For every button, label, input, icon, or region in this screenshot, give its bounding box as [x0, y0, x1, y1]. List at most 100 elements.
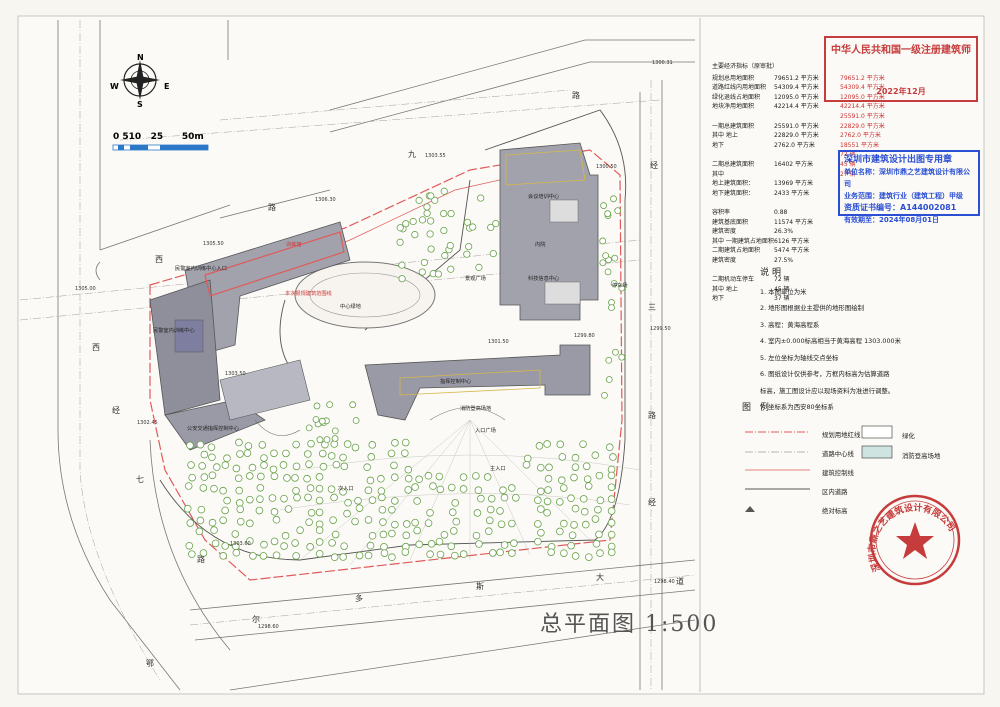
tree-icon — [463, 250, 471, 258]
tree-icon — [340, 542, 348, 550]
tree-icon — [418, 216, 427, 224]
tree-icon — [366, 541, 375, 550]
tree-icon — [236, 505, 245, 514]
tree-icon — [367, 453, 376, 461]
tree-icon — [378, 493, 386, 502]
tree-icon — [246, 495, 254, 504]
road-name: 经 — [112, 405, 120, 415]
tree-icon — [248, 463, 257, 472]
tree-icon — [472, 531, 481, 540]
tree-icon — [404, 465, 413, 474]
legend-item: 消防登高场地 — [902, 452, 941, 460]
tree-icon — [305, 518, 313, 526]
tree-icon — [582, 462, 591, 471]
tree-icon — [599, 237, 607, 245]
tree-icon — [196, 440, 205, 449]
tree-icon — [596, 496, 605, 505]
indicator-key: 地下建筑面积： — [712, 189, 755, 197]
tree-icon — [255, 506, 264, 515]
indicator-value: 11574 平方米 — [774, 218, 813, 226]
tree-icon — [420, 258, 428, 267]
tree-icon — [607, 483, 616, 492]
tree-icon — [354, 496, 362, 505]
tree-cluster — [183, 187, 626, 562]
road-name: 路 — [268, 202, 276, 212]
tree-icon — [232, 464, 241, 473]
tree-icon — [473, 509, 482, 517]
tree-icon — [537, 487, 545, 496]
seal-line: 单位名称：深圳市鼎之艺建筑设计有限公司 — [844, 168, 970, 188]
note-item: 标高，施工图设计应以现场资料为准进行调整。 — [760, 386, 895, 395]
indicator-revised-value: 22829.0 平方米 — [840, 122, 885, 130]
indicator-revised-value: 45 辆 — [840, 160, 856, 168]
tree-icon — [256, 495, 264, 503]
tree-icon — [284, 505, 293, 513]
tree-icon — [364, 516, 373, 524]
tree-icon — [315, 526, 324, 534]
tree-icon — [323, 436, 331, 443]
building-label: 中心绿地 — [340, 302, 361, 310]
tree-icon — [434, 270, 443, 278]
tree-icon — [429, 482, 437, 490]
tree-icon — [465, 242, 473, 251]
compass-icon — [120, 60, 160, 100]
tree-icon — [560, 549, 568, 557]
tree-icon — [427, 540, 436, 548]
tree-icon — [534, 496, 542, 505]
tree-icon — [485, 516, 494, 525]
elevation-label: 1299.50 — [650, 326, 671, 332]
tree-icon — [435, 537, 444, 546]
tree-icon — [355, 504, 364, 512]
tree-icon — [451, 499, 460, 507]
tree-icon — [602, 252, 610, 260]
tree-icon — [474, 486, 483, 495]
tree-icon — [424, 471, 433, 480]
road-name: 西 — [155, 255, 163, 264]
elevation-label: 1303.60 — [230, 541, 251, 547]
elevation-label: 1301.50 — [488, 339, 509, 345]
notes-heading: 说明 — [760, 268, 785, 278]
tree-icon — [492, 220, 500, 228]
tree-icon — [507, 484, 516, 492]
tree-icon — [496, 507, 504, 515]
tree-icon — [315, 473, 324, 481]
tree-icon — [378, 505, 387, 514]
road-name: 道 — [676, 576, 684, 586]
architect-registration-stamp: 中华人民共和国一级注册建筑师 2022年12月 — [824, 36, 978, 102]
tree-icon — [296, 526, 304, 534]
building-label: 指挥控制中心 — [440, 377, 471, 385]
tree-icon — [208, 518, 217, 527]
tree-icon — [307, 508, 316, 517]
tree-icon — [326, 401, 334, 409]
tree-icon — [259, 552, 268, 560]
tree-icon — [567, 541, 575, 550]
tree-icon — [208, 453, 216, 462]
tree-icon — [423, 209, 431, 217]
indicator-row: 地下建筑面积：2433 平方米 — [712, 189, 872, 199]
site-redline — [149, 149, 623, 581]
tree-icon — [211, 539, 220, 548]
road-name: 路 — [648, 410, 656, 420]
indicator-value: 2762.0 平方米 — [774, 141, 815, 149]
tree-icon — [364, 551, 373, 560]
compass-e: E — [164, 82, 169, 91]
tree-icon — [534, 520, 542, 528]
tree-icon — [331, 427, 339, 435]
indicator-value: 72 辆 — [774, 276, 790, 284]
tree-icon — [579, 440, 587, 448]
scale-bar-label: 0 510 25 50m — [113, 132, 204, 142]
tree-icon — [413, 526, 421, 535]
tree-icon — [305, 460, 313, 468]
tree-icon — [184, 482, 193, 490]
tree-icon — [427, 245, 435, 253]
road-name: 大 — [596, 572, 604, 582]
indicator-revised-value: 54309.4 平方米 — [840, 84, 885, 92]
tree-icon — [451, 551, 459, 560]
